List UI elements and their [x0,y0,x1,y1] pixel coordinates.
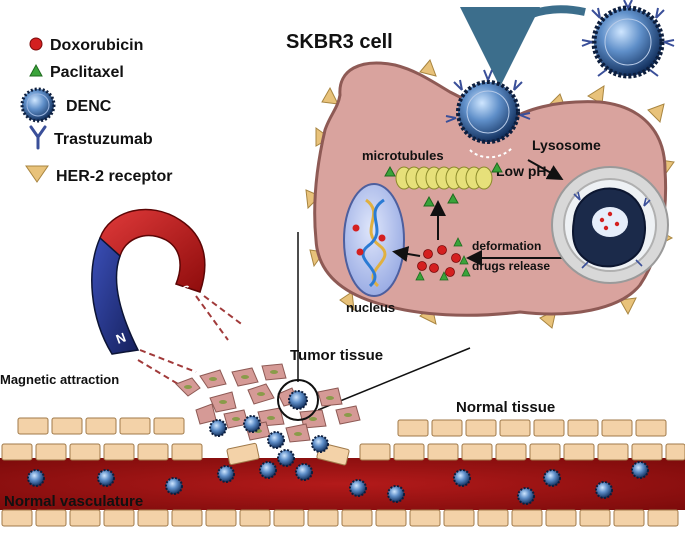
legend-label-trastuzumab: Trastuzumab [54,131,153,148]
denc-particles [27,390,649,505]
label-deformation: deformation [472,239,541,253]
microtubule-bundle [395,166,493,190]
denc-endocytosis [445,69,531,159]
receptor-triangle-icon [25,165,49,183]
horseshoe-magnet: N S [91,208,245,391]
label-microtubules: microtubules [362,148,444,163]
nucleus [343,183,405,297]
zoom-line-right [317,347,471,411]
antibody-icon [29,125,47,150]
label-low-ph: Low pH [496,163,547,179]
blood-vessel [0,458,685,510]
label-normal-vasculature: Normal vasculature [4,493,143,510]
legend-label-denc: DENC [66,98,112,115]
legend-label-doxorubicin: Doxorubicin [50,37,143,54]
legend-label-her2: HER-2 receptor [56,168,172,185]
label-nucleus: nucleus [346,300,395,315]
red-dot-icon [29,37,43,51]
legend-label-paclitaxel: Paclitaxel [50,64,124,81]
label-magnetic-attraction: Magnetic attraction [0,372,119,387]
tumor-cells [175,363,361,443]
endothelial-bottom-row [1,509,679,527]
legend: Doxorubicin Paclitaxel DENC Trastuzumab … [20,37,172,185]
nanocarrier-icon [20,87,56,123]
label-lysosome: Lysosome [532,137,601,153]
label-normal-tissue: Normal tissue [456,399,555,416]
label-drugs-release: drugs release [472,259,550,273]
normal-tissue-cells [17,417,667,437]
label-tumor-tissue: Tumor tissue [290,347,383,364]
zoom-highlight-circle [277,379,319,421]
denc-outside-cell [581,0,675,79]
endothelial-top-row [1,442,685,466]
arrow-to-lysosome [527,159,564,180]
released-drugs [415,237,471,281]
lysosome [551,166,669,284]
cell-title: SKBR3 cell [286,31,393,53]
green-triangle-icon [29,63,43,77]
uptake-curved-arrow [460,5,586,87]
arrow-to-nucleus [392,246,421,262]
